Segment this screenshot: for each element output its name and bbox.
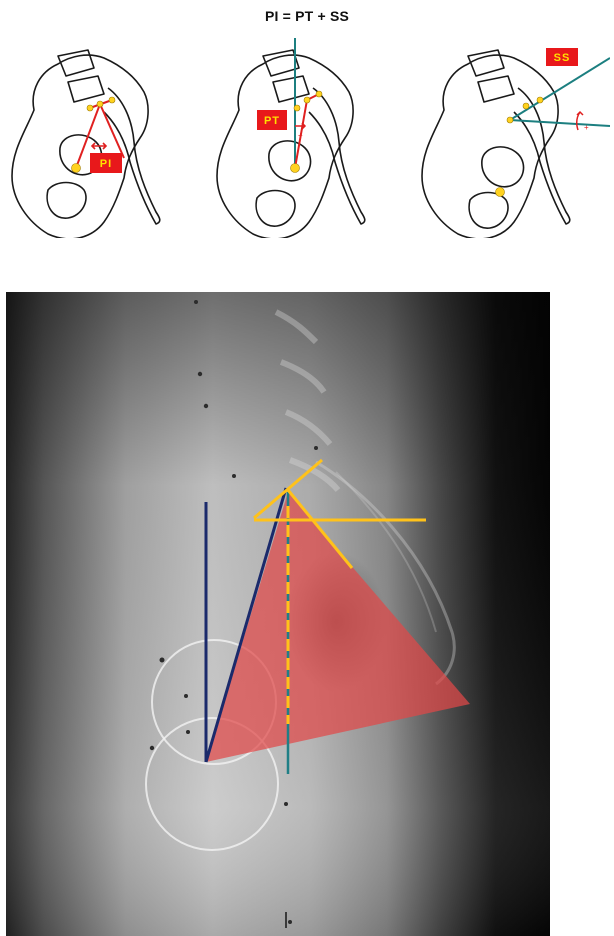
- obturator-foramen: [47, 183, 86, 219]
- sacral-dot-right: [109, 97, 115, 103]
- radiograph-canvas: [6, 292, 550, 936]
- acetabulum-ring: [269, 141, 311, 181]
- femoral-head-dot: [291, 164, 300, 173]
- sacral-dot-right: [537, 97, 543, 103]
- vertebra-upper: [58, 50, 94, 76]
- vertebra-lower: [273, 76, 309, 102]
- lateral-radiograph: [6, 292, 550, 936]
- sacral-dot-left: [507, 117, 513, 123]
- sacral-dot-left: [294, 105, 300, 111]
- pi-line-perpendicular: [100, 104, 124, 158]
- sacral-dot-left: [87, 105, 93, 111]
- formula-title: PI = PT + SS: [0, 8, 614, 24]
- vertebra-lower: [68, 76, 104, 102]
- vertebra-lower: [478, 76, 514, 102]
- pt-badge-label: PT: [264, 115, 280, 127]
- acetabulum-ring: [482, 147, 524, 187]
- obturator-foramen: [469, 193, 508, 229]
- sacral-dot-mid: [523, 103, 529, 109]
- pelvis-outline: [12, 55, 148, 238]
- sacral-dot-right: [316, 91, 322, 97]
- ss-angle-arrow: [577, 112, 583, 130]
- ss-endplate-line: [510, 58, 610, 120]
- pelvis-ss-diagram: + SS: [410, 38, 610, 238]
- sacral-dot-mid: [97, 101, 103, 107]
- pi-badge-label: PI: [100, 158, 112, 170]
- pt-angle-sign: +: [298, 131, 303, 140]
- obturator-foramen: [256, 191, 295, 227]
- pt-angle-arrow: [295, 123, 305, 129]
- pelvis-outline: [422, 55, 558, 238]
- pelvis-pi-diagram: PI: [0, 38, 200, 238]
- femoral-head-dot: [72, 164, 81, 173]
- pi-angle-arrow: [92, 143, 106, 149]
- ss-angle-sign: +: [584, 123, 589, 132]
- vertebra-upper: [468, 50, 504, 76]
- pelvis-pt-diagram: + PT: [205, 38, 405, 238]
- ss-badge-label: SS: [554, 52, 571, 64]
- pelvis-outline: [217, 55, 353, 238]
- sacrum-outline: [309, 88, 365, 224]
- femoral-head-dot: [496, 188, 505, 197]
- sacrum-outline: [514, 88, 570, 224]
- vertebra-upper: [263, 50, 299, 76]
- sacral-dot-mid: [304, 97, 310, 103]
